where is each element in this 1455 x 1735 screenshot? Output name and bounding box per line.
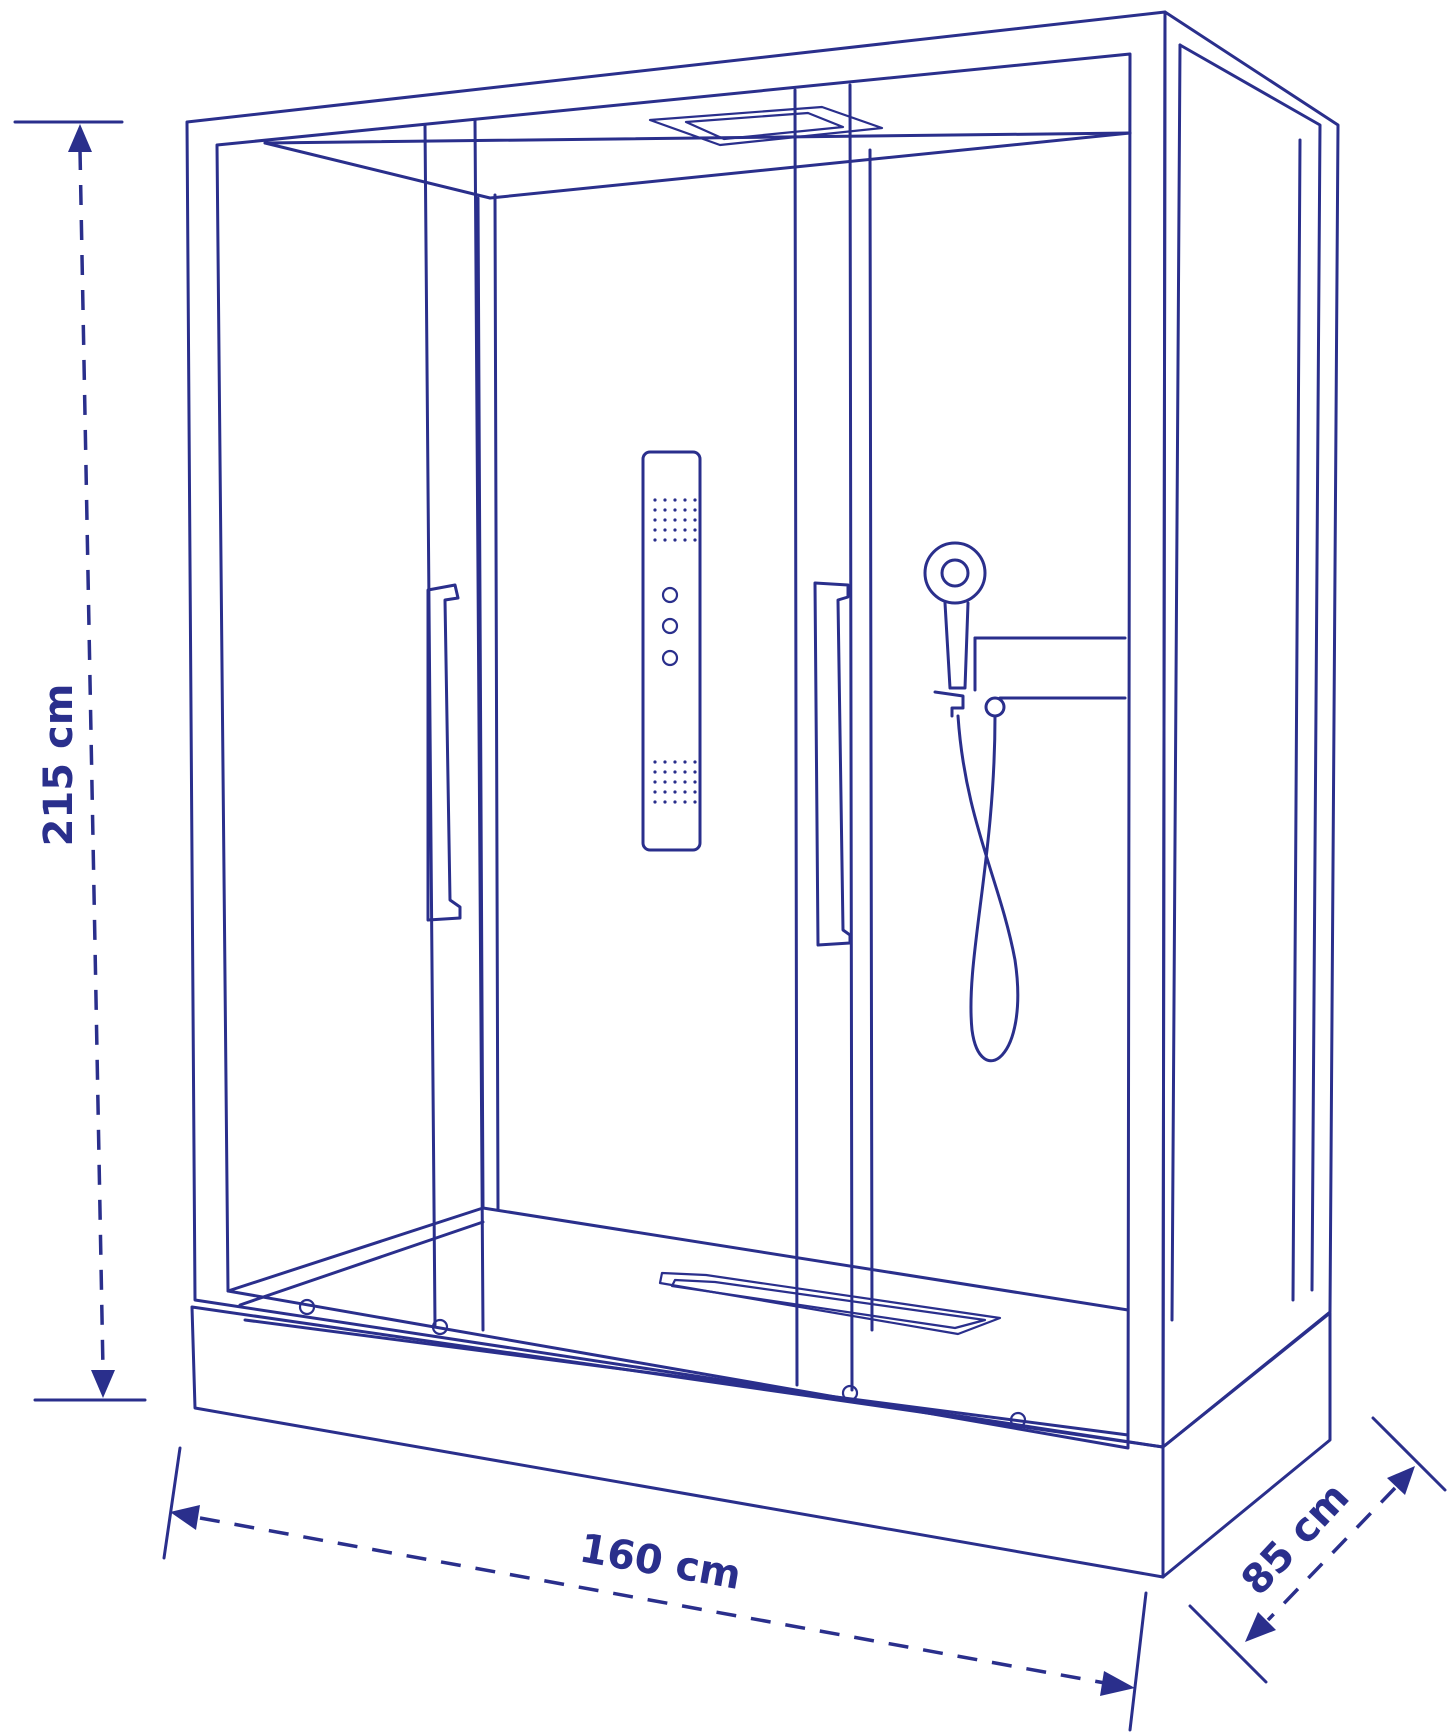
width-dashed-line [199,1516,1106,1685]
left-door-edge-inner [473,118,485,1332]
shower-knob-2 [661,617,679,635]
right-door-edge-outer [793,88,799,1387]
depth-dimension: 85 cm [1188,1416,1447,1684]
front-frame-outer [185,10,1167,1449]
side-frame-post [1170,43,1182,1322]
right-door-edge-inner [868,148,874,1332]
depth-arrow-down [1245,1612,1276,1642]
ceiling-left-edge [263,141,492,200]
hand-shower-head-inner [940,558,970,588]
left-door-handle [426,583,462,922]
width-dimension: 160 cm [162,1446,1148,1732]
hand-shower-grip [943,601,970,690]
height-arrow-up [68,124,92,152]
shower-hose [956,714,1020,1063]
shower-cabin [185,10,1340,1579]
door-roller-1 [298,1298,316,1316]
drain-channel-outer [658,1271,1002,1336]
width-right-tick [1128,1591,1148,1732]
height-arrow-down [91,1370,115,1398]
shower-knob-1 [661,586,679,604]
shower-column-top-jets [653,498,697,542]
height-dashed-line [78,149,105,1371]
door-roller-2 [431,1318,449,1336]
back-left-post-inner [493,193,500,1212]
base-front-face [190,1305,1165,1579]
shower-knob-3 [661,649,679,667]
floor-left-inner [238,1220,485,1307]
depth-arrow-up [1387,1466,1415,1495]
left-door-edge-outer [423,123,437,1327]
depth-bottom-tick [1188,1604,1268,1684]
depth-label: 85 cm [1233,1474,1359,1604]
rain-shower-outer [648,105,884,147]
side-frame-inner [1178,43,1322,1292]
height-label: 215 cm [36,684,82,847]
width-arrow-left [170,1505,200,1530]
front-frame-inner [215,52,1132,1450]
side-frame-post-inner [1291,138,1302,1302]
hand-shower-head-outer [923,541,987,605]
width-left-tick [162,1446,182,1560]
door-roller-3 [841,1384,859,1402]
hand-shower-holder [933,690,965,718]
width-arrow-right [1100,1671,1135,1696]
width-label: 160 cm [576,1525,744,1599]
shower-column-panel [641,450,702,852]
right-door-edge-mid [848,83,854,1392]
right-door-handle [813,581,852,947]
back-top-edge [488,131,1132,200]
depth-dashed-line [1266,1486,1397,1622]
height-dimension: 215 cm [13,120,147,1402]
hose-connector [984,696,1006,718]
shower-column-bottom-jets [653,760,697,804]
floor-back-edges [226,1206,1130,1312]
drain-channel-inner [670,1278,987,1330]
rain-shower-inner [684,111,845,141]
base-side-face [1161,1311,1332,1579]
depth-top-tick [1371,1416,1447,1492]
